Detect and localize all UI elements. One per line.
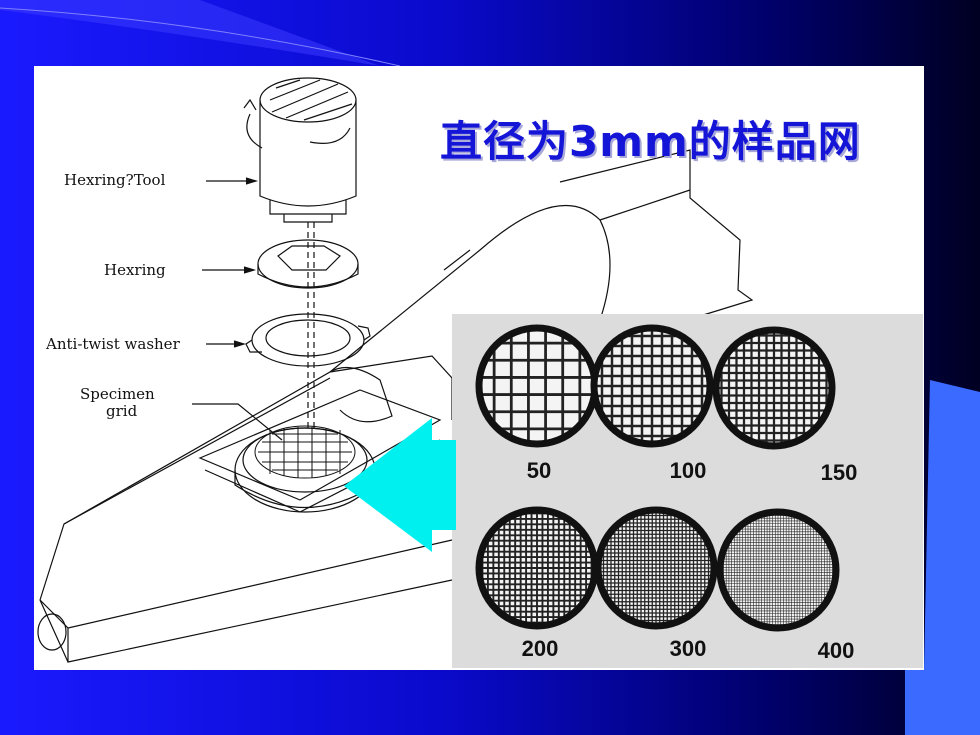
grid-label-400: 400 (817, 638, 855, 663)
grid-mesh-photo: 50 100 150 200 300 400 (452, 314, 923, 668)
decorative-accent-shape (905, 380, 980, 735)
slide-title: 直径为3mm的样品网 (440, 117, 861, 166)
mesh-grid-400 (716, 508, 840, 632)
grid-label-200: 200 (521, 636, 559, 661)
leader-lines (192, 177, 283, 441)
decorative-curve (0, 7, 401, 67)
mesh-grid-200 (475, 506, 599, 630)
label-anti-twist-washer: Anti-twist washer (46, 335, 180, 353)
specimen-grid-mesh (254, 425, 356, 479)
hexring-tool-drawing (243, 77, 357, 223)
label-specimen: Specimen (80, 385, 155, 403)
grid-label-150: 150 (820, 460, 858, 485)
mesh-grid-50 (475, 324, 599, 448)
grid-mesh-photo-svg (452, 314, 923, 668)
decorative-swoosh (0, 0, 380, 66)
grid-label-50: 50 (526, 458, 552, 483)
mesh-grid-150 (712, 326, 836, 450)
grid-label-100: 100 (669, 458, 707, 483)
anti-twist-washer-drawing (245, 313, 371, 367)
label-grid: grid (106, 402, 138, 420)
holder-rod (329, 149, 754, 373)
grid-label-300: 300 (669, 636, 707, 661)
label-hexring-tool: Hexring?Tool (64, 171, 166, 189)
left-arrow-icon (344, 418, 456, 552)
mesh-grid-300 (594, 506, 718, 630)
label-hexring: Hexring (104, 261, 166, 279)
mesh-grid-100 (590, 324, 714, 448)
